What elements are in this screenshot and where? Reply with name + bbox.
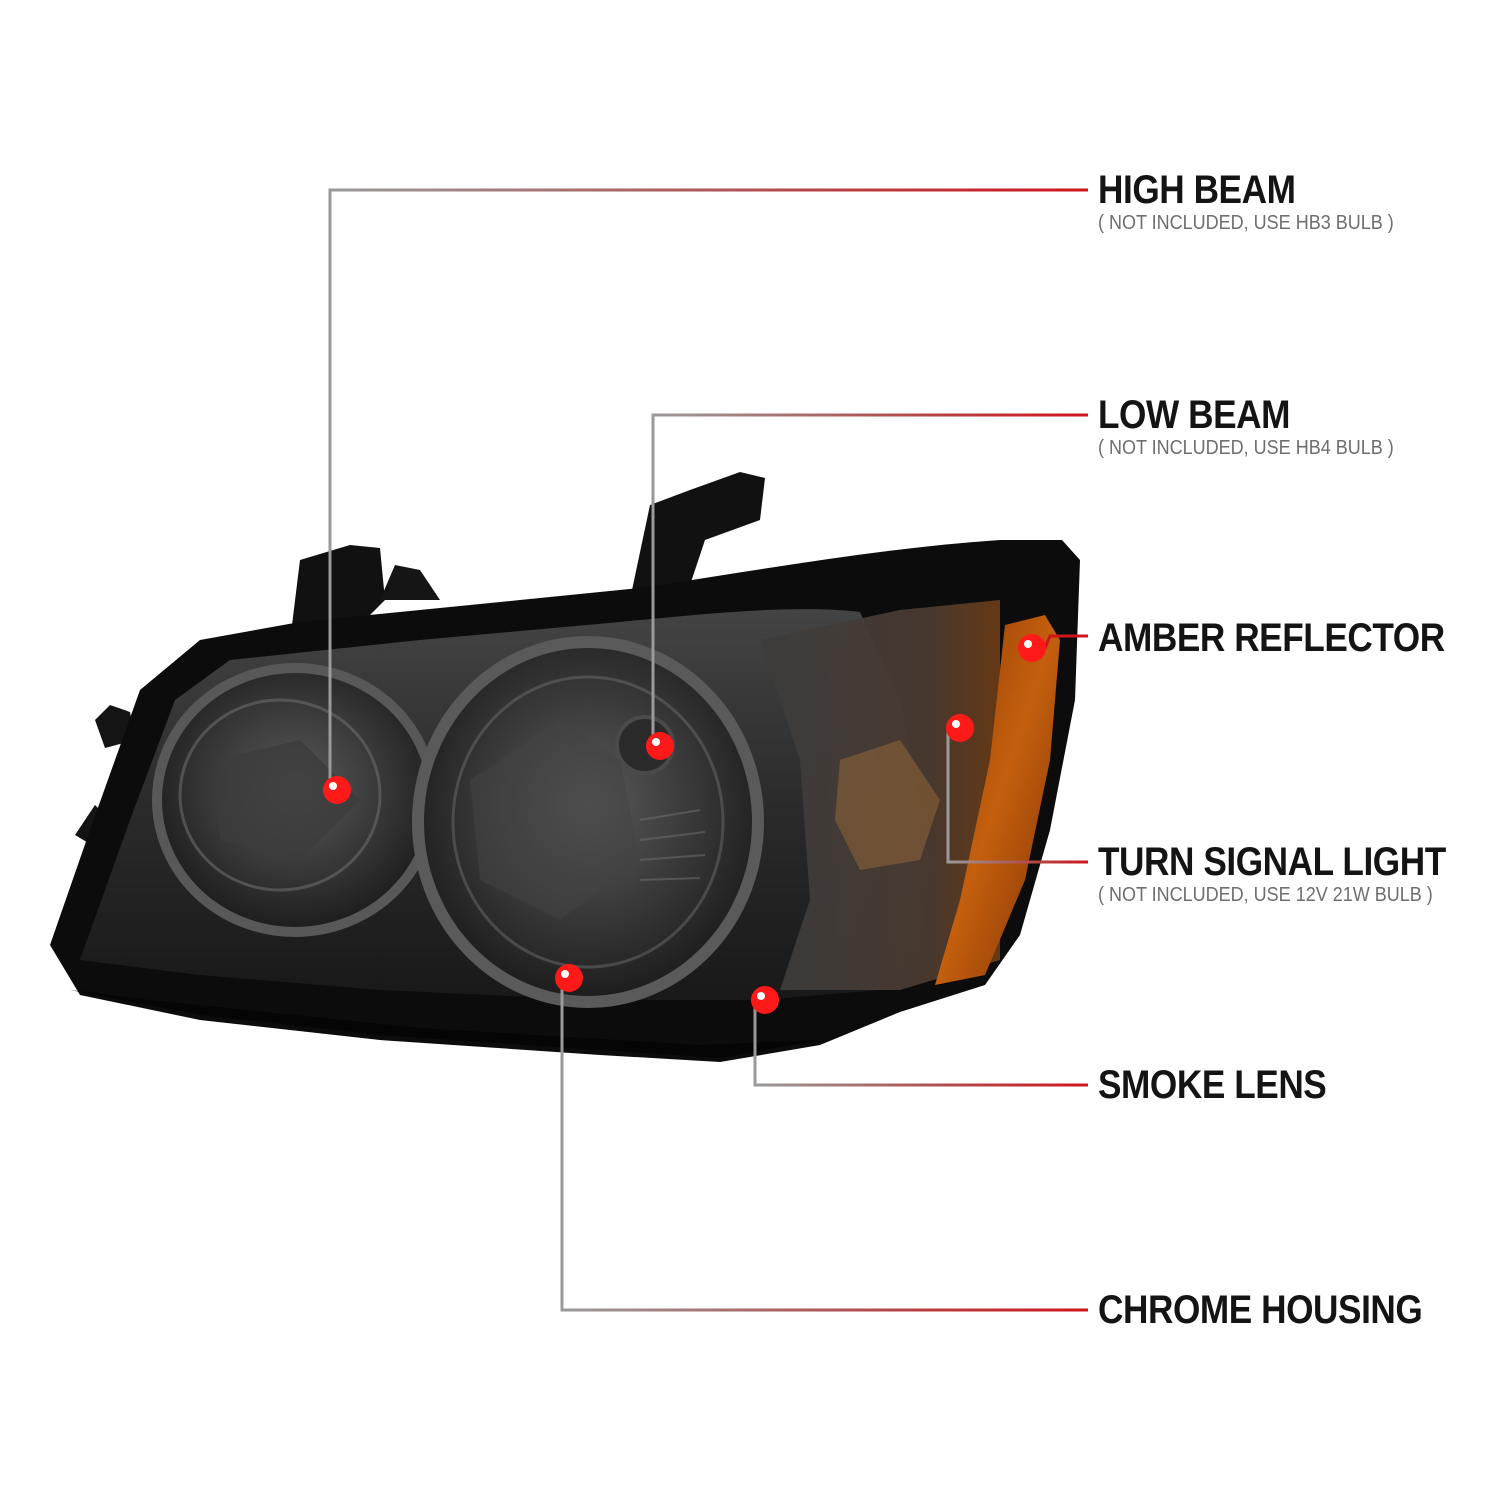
callout-low-beam: LOW BEAM ( NOT INCLUDED, USE HB4 BULB )	[1098, 393, 1427, 459]
dot-low-beam	[646, 732, 674, 760]
callout-title: HIGH BEAM	[1098, 168, 1296, 212]
callout-title: CHROME HOUSING	[1098, 1288, 1423, 1332]
callout-title: TURN SIGNAL LIGHT	[1098, 840, 1446, 884]
callout-title: LOW BEAM	[1098, 393, 1291, 437]
mounting-tab-right	[632, 472, 765, 590]
callout-high-beam: HIGH BEAM ( NOT INCLUDED, USE HB3 BULB )	[1098, 168, 1427, 234]
callout-title: SMOKE LENS	[1098, 1063, 1327, 1107]
headlight-assembly	[50, 472, 1080, 1062]
mounting-tab-mid	[380, 565, 440, 600]
dot-smoke-lens	[751, 986, 779, 1014]
mounting-tab-left	[292, 545, 385, 625]
leader-turn-signal	[946, 730, 1088, 864]
callout-title: AMBER REFLECTOR	[1098, 616, 1445, 660]
dot-high-beam	[323, 776, 351, 804]
leader-chrome-housing	[560, 985, 1088, 1312]
leader-smoke-lens	[753, 1002, 1088, 1087]
amber-reflector-strip	[935, 615, 1060, 985]
callout-subtitle: ( NOT INCLUDED, USE HB3 BULB )	[1098, 212, 1394, 234]
callout-subtitle: ( NOT INCLUDED, USE 12V 21W BULB )	[1098, 884, 1433, 906]
dot-chrome-housing	[555, 964, 583, 992]
callout-dots	[323, 634, 1046, 1014]
callout-amber-reflector: AMBER REFLECTOR	[1098, 616, 1492, 660]
callout-smoke-lens: SMOKE LENS	[1098, 1063, 1357, 1107]
dot-amber-reflector	[1018, 634, 1046, 662]
dot-turn-signal	[946, 714, 974, 742]
callout-subtitle: ( NOT INCLUDED, USE HB4 BULB )	[1098, 437, 1394, 459]
callout-turn-signal: TURN SIGNAL LIGHT ( NOT INCLUDED, USE 12…	[1098, 840, 1493, 906]
turn-signal-bulb-area	[835, 740, 940, 870]
callout-chrome-housing: CHROME HOUSING	[1098, 1288, 1467, 1332]
bottom-trim	[70, 990, 820, 1058]
